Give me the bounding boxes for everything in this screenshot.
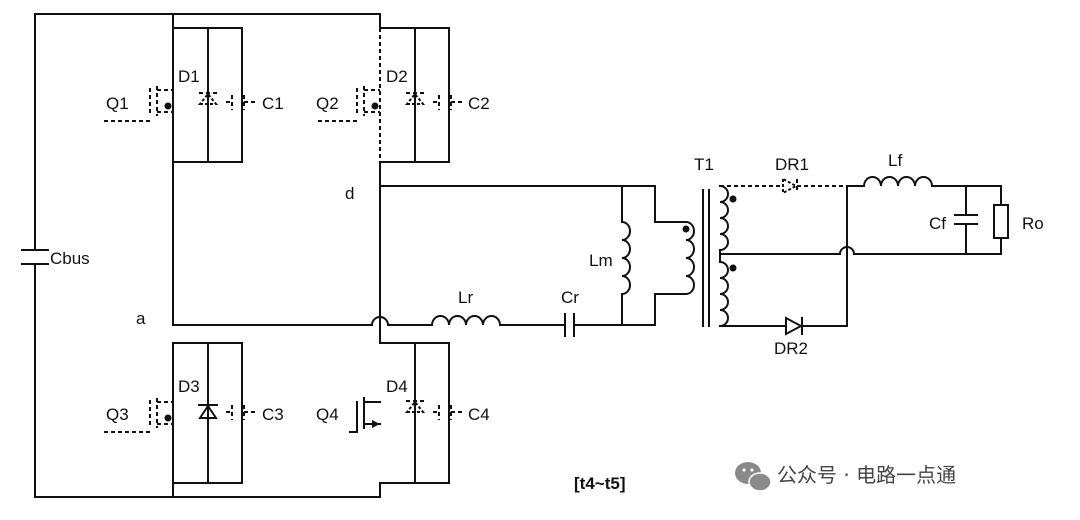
- t1-label: T1: [694, 155, 714, 174]
- t1-core: [702, 189, 710, 327]
- dc-bus: [21, 13, 381, 498]
- q2-cell: [318, 27, 463, 163]
- c3-label: C3: [262, 405, 284, 424]
- c1-label: C1: [262, 94, 284, 113]
- dr1-label: DR1: [775, 155, 809, 174]
- left-leg: [172, 13, 433, 498]
- cr-label: Cr: [561, 288, 579, 307]
- q3-label: Q3: [106, 405, 129, 424]
- c4-label: C4: [468, 405, 490, 424]
- lr-inductor: [430, 315, 564, 327]
- node-d-label: d: [345, 184, 354, 203]
- interval-label: [t4~t5]: [574, 474, 625, 493]
- q1-cell: [104, 27, 256, 163]
- q4-cell: [349, 342, 463, 484]
- ro-resistor: [993, 185, 1009, 255]
- dr2-diode: [719, 185, 848, 336]
- wechat-logo-icon: [735, 462, 772, 492]
- cr-capacitor: [564, 313, 656, 337]
- t1-primary: [654, 185, 695, 326]
- c2-label: C2: [468, 94, 490, 113]
- d2-label: D2: [386, 67, 408, 86]
- lr-label: Lr: [458, 288, 473, 307]
- d1-label: D1: [178, 67, 200, 86]
- q4-label: Q4: [316, 405, 339, 424]
- node-a-label: a: [136, 309, 146, 328]
- lm-label: Lm: [589, 251, 613, 270]
- ro-label: Ro: [1022, 214, 1044, 233]
- d3-label: D3: [178, 377, 200, 396]
- lf-label: Lf: [888, 151, 902, 170]
- dr2-label: DR2: [774, 339, 808, 358]
- q2-label: Q2: [316, 94, 339, 113]
- q3-cell: [104, 342, 256, 484]
- right-leg: [379, 161, 656, 344]
- cf-label: Cf: [929, 214, 946, 233]
- t1-secondary: [718, 184, 1002, 328]
- lm-inductor: [620, 185, 631, 326]
- q1-label: Q1: [106, 94, 129, 113]
- watermark-text: 公众号 · 电路一点通: [777, 463, 956, 487]
- d4-label: D4: [386, 377, 408, 396]
- cbus-label: Cbus: [50, 249, 90, 268]
- lf-inductor: [846, 176, 1002, 188]
- dr1-diode: [720, 177, 847, 195]
- cf-capacitor: [954, 185, 978, 255]
